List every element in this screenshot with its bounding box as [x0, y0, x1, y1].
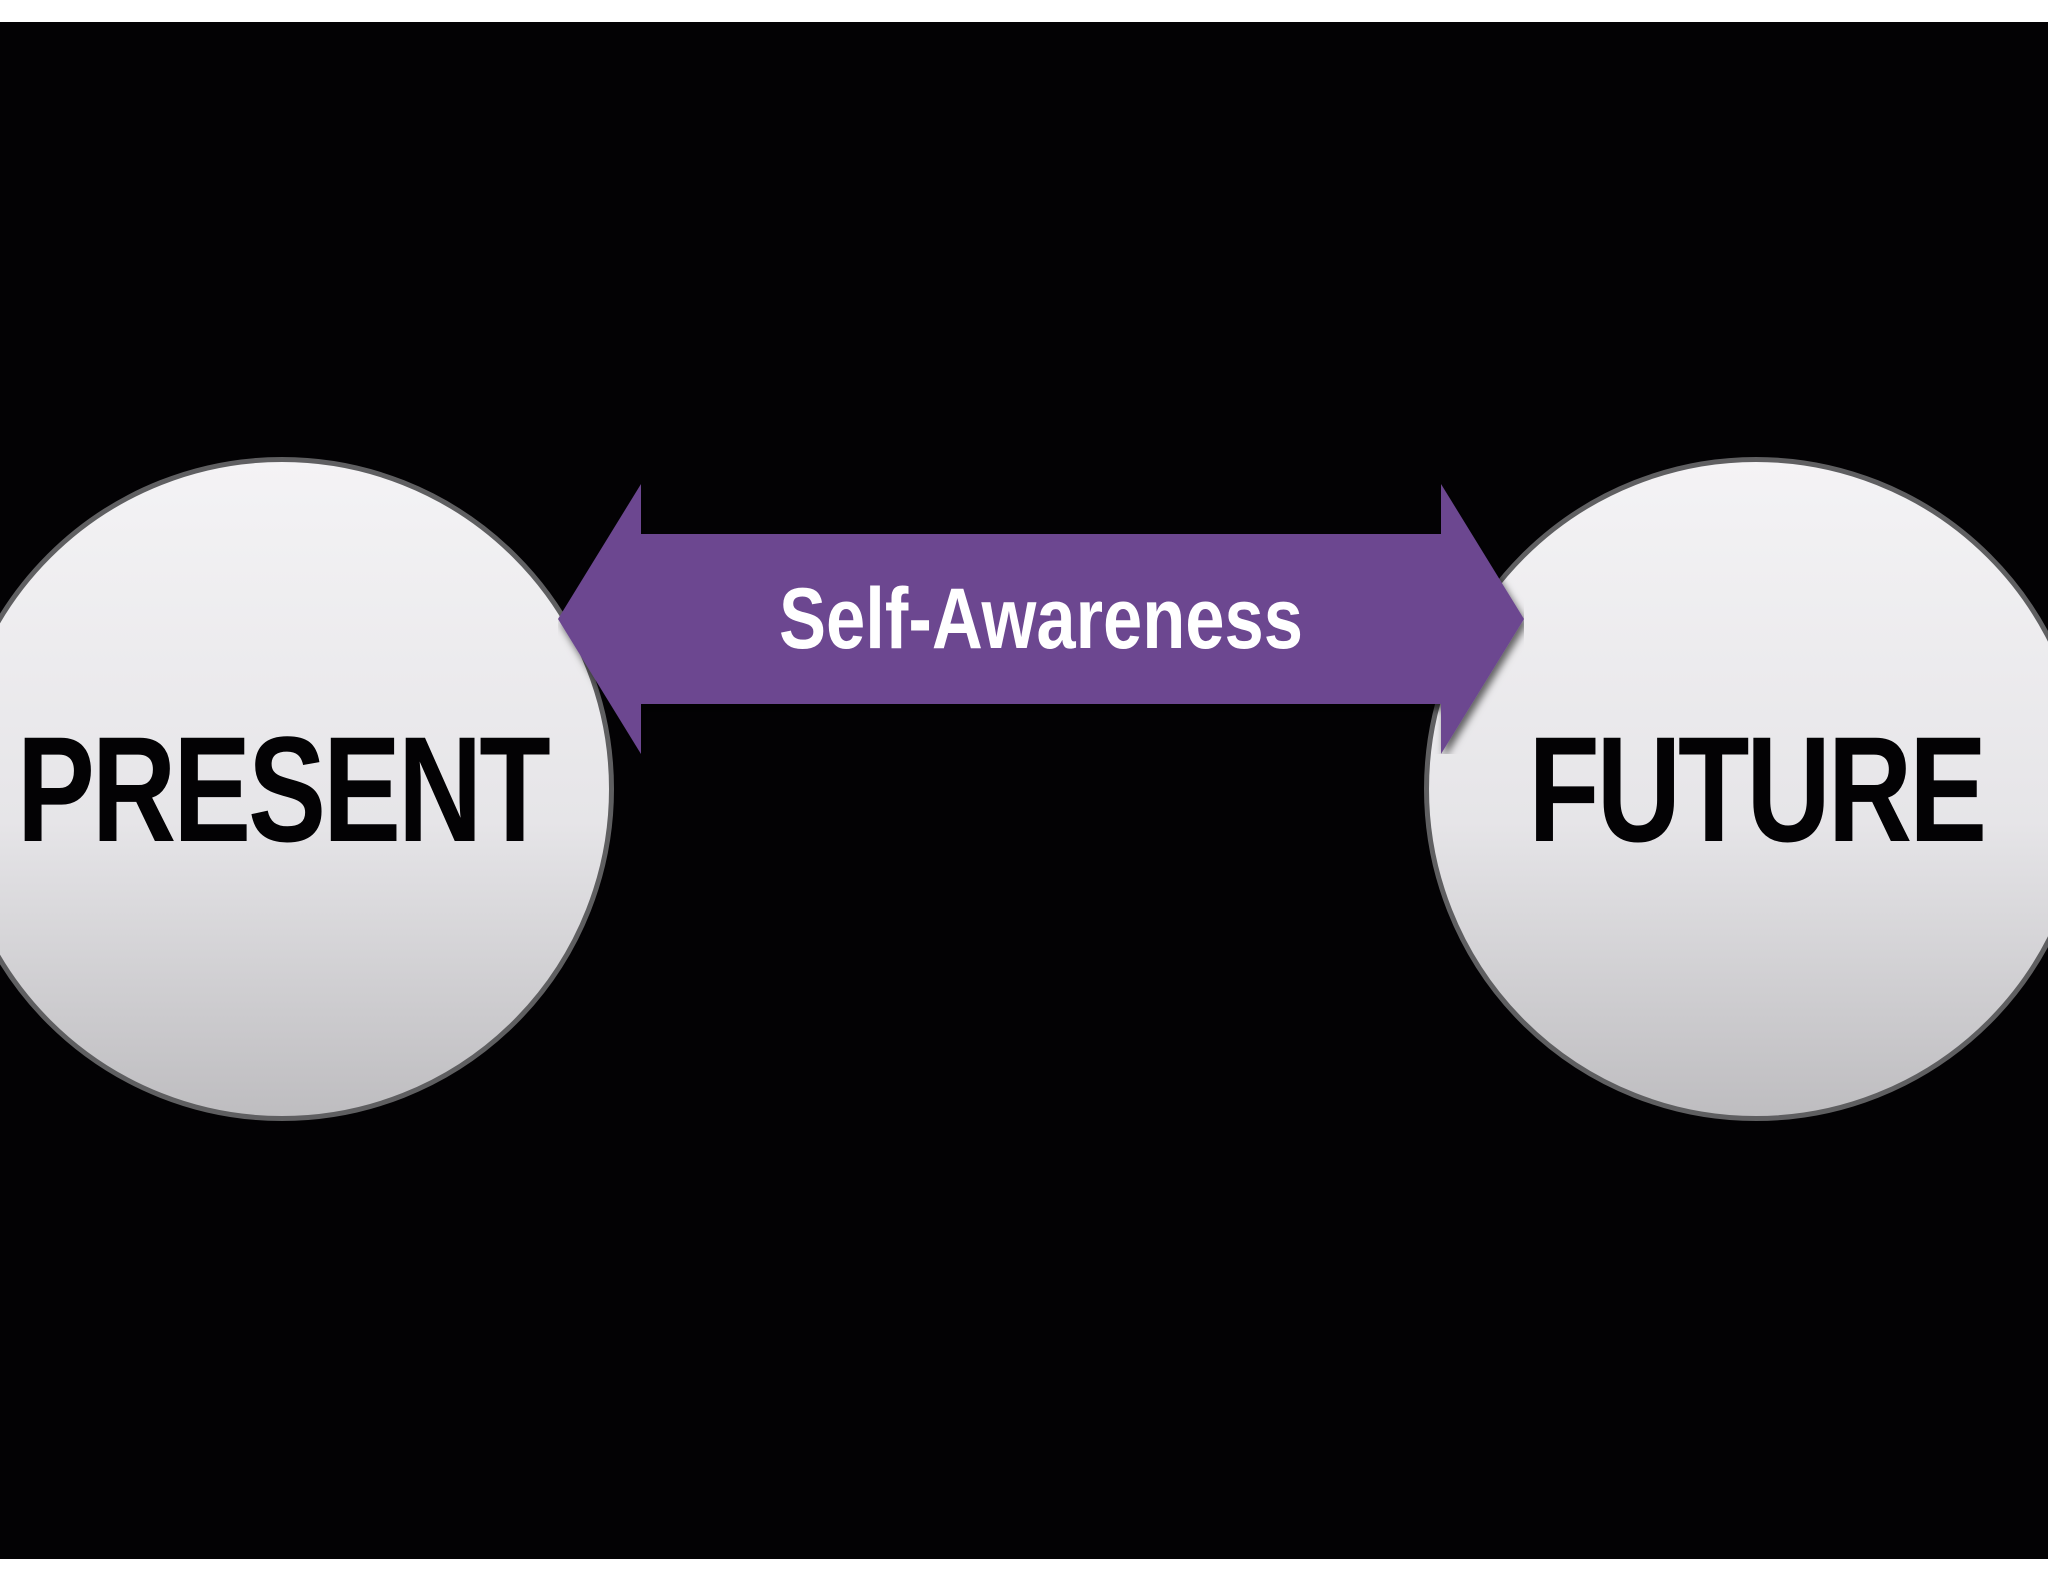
slide-canvas: PRESENT FUTURE Self-Awareness	[0, 22, 2048, 1559]
future-circle: FUTURE	[1424, 457, 2048, 1121]
present-label: PRESENT	[16, 705, 551, 873]
future-label: FUTURE	[1528, 705, 1987, 873]
self-awareness-double-arrow: Self-Awareness	[558, 484, 1524, 754]
present-circle: PRESENT	[0, 457, 614, 1121]
arrow-shape	[558, 484, 1524, 754]
double-arrow-icon	[558, 484, 1524, 754]
self-awareness-label: Self-Awareness	[779, 571, 1303, 667]
